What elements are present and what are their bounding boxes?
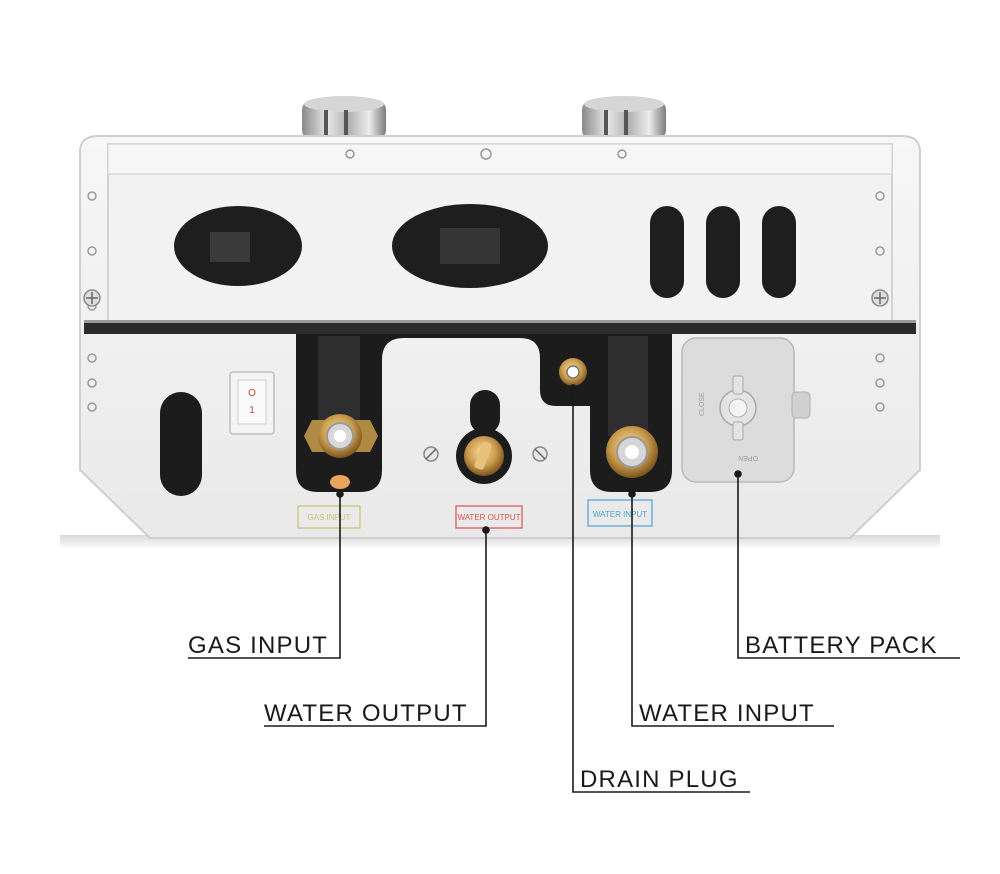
leader-drain-plug: [572, 388, 750, 793]
left-access-slot: [160, 392, 202, 496]
top-vent-pipe-right: [582, 96, 666, 140]
callout-water-output: WATER OUTPUT: [264, 700, 468, 727]
callout-drain-plug: DRAIN PLUG: [580, 766, 739, 793]
gas-input-tag: GAS INPUT: [297, 505, 361, 529]
top-vent-pipe-left: [302, 96, 386, 140]
vent-slot-1: [650, 206, 684, 298]
leader-battery-pack: [737, 474, 960, 659]
switch-on-symbol: 1: [249, 405, 255, 416]
gas-input-fitting: [304, 414, 378, 489]
callout-battery-pack: BATTERY PACK: [745, 632, 938, 659]
water-input-tag: WATER INPUT: [587, 499, 653, 527]
panel-seam: [84, 322, 916, 334]
vent-slot-2: [706, 206, 740, 298]
callout-gas-input: GAS INPUT: [188, 632, 328, 659]
leader-gas-input: [188, 494, 341, 659]
battery-pack-cover[interactable]: CLOSE OPEN: [681, 337, 811, 483]
svg-text:WATER INPUT: WATER INPUT: [593, 510, 647, 519]
drain-plug: [559, 358, 587, 386]
bracket-top-strip: [107, 143, 893, 175]
svg-text:GAS INPUT: GAS INPUT: [307, 513, 350, 522]
power-switch[interactable]: O 1: [229, 371, 275, 435]
callout-water-input: WATER INPUT: [639, 700, 815, 727]
leader-lines: [188, 384, 960, 793]
leader-water-input: [631, 494, 834, 727]
water-input-fitting: [606, 426, 658, 478]
side-mount-holes: [87, 191, 885, 412]
leader-water-output: [264, 530, 487, 727]
water-output-fitting: [456, 390, 512, 484]
svg-text:WATER OUTPUT: WATER OUTPUT: [457, 513, 520, 522]
cover-close-label: CLOSE: [699, 392, 706, 416]
cover-open-label: OPEN: [738, 454, 758, 461]
switch-off-symbol: O: [248, 388, 256, 399]
vent-slot-3: [762, 206, 796, 298]
